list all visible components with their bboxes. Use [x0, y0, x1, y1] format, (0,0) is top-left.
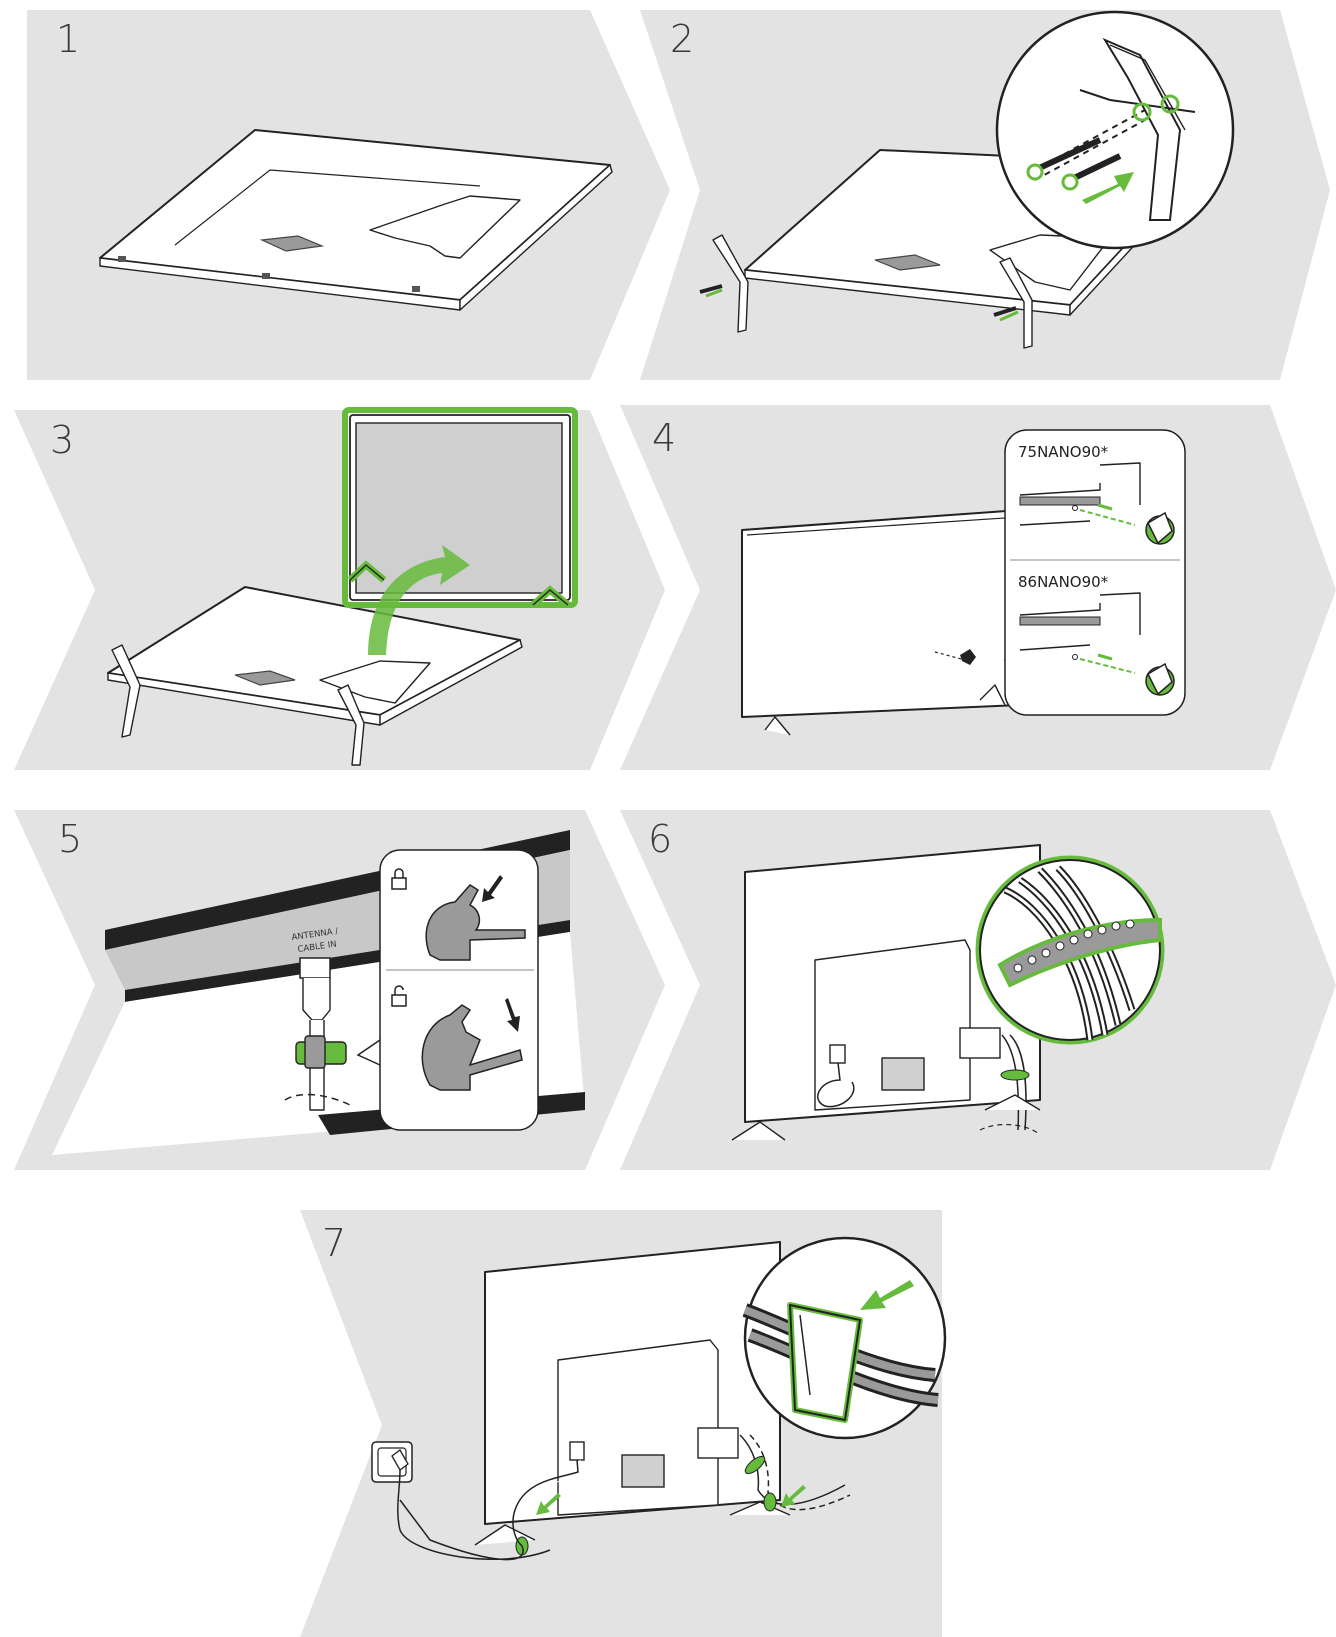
step-2-panel: 2	[640, 0, 1336, 390]
model-label-75: 75NANO90*	[1018, 443, 1109, 461]
step-4-panel: 4 75NANO90* 86NANO90*	[620, 405, 1336, 785]
step-6-panel: 6	[620, 810, 1336, 1180]
step-5-number: 5	[58, 817, 82, 861]
step-5-detail-callout	[358, 850, 538, 1130]
step-6-number: 6	[648, 817, 672, 861]
step-7-panel: 7	[300, 1210, 960, 1637]
cable-tie-icon	[764, 1493, 776, 1511]
step-3-number: 3	[50, 418, 74, 462]
step-2-number: 2	[670, 17, 694, 61]
step-5-panel: 5 ANTENNA / CABLE IN	[0, 810, 700, 1180]
tv-front-angled	[742, 510, 1020, 735]
step-1-number: 1	[56, 17, 80, 61]
step-1-panel: 1	[0, 0, 700, 390]
step-4-detail-callout: 75NANO90* 86NANO90*	[1005, 430, 1185, 715]
step-2-zoom-callout	[997, 12, 1233, 248]
cable-clip-icon	[790, 1305, 860, 1420]
cable-tie-icon	[1001, 1070, 1029, 1080]
step-7-zoom-callout	[745, 1238, 945, 1438]
step-6-zoom-callout	[978, 858, 1162, 1042]
step-4-number: 4	[652, 416, 676, 460]
tv-standing-highlighted	[345, 410, 575, 605]
step-3-panel: 3	[0, 405, 700, 785]
step-7-number: 7	[322, 1221, 346, 1265]
model-label-86: 86NANO90*	[1018, 573, 1109, 591]
